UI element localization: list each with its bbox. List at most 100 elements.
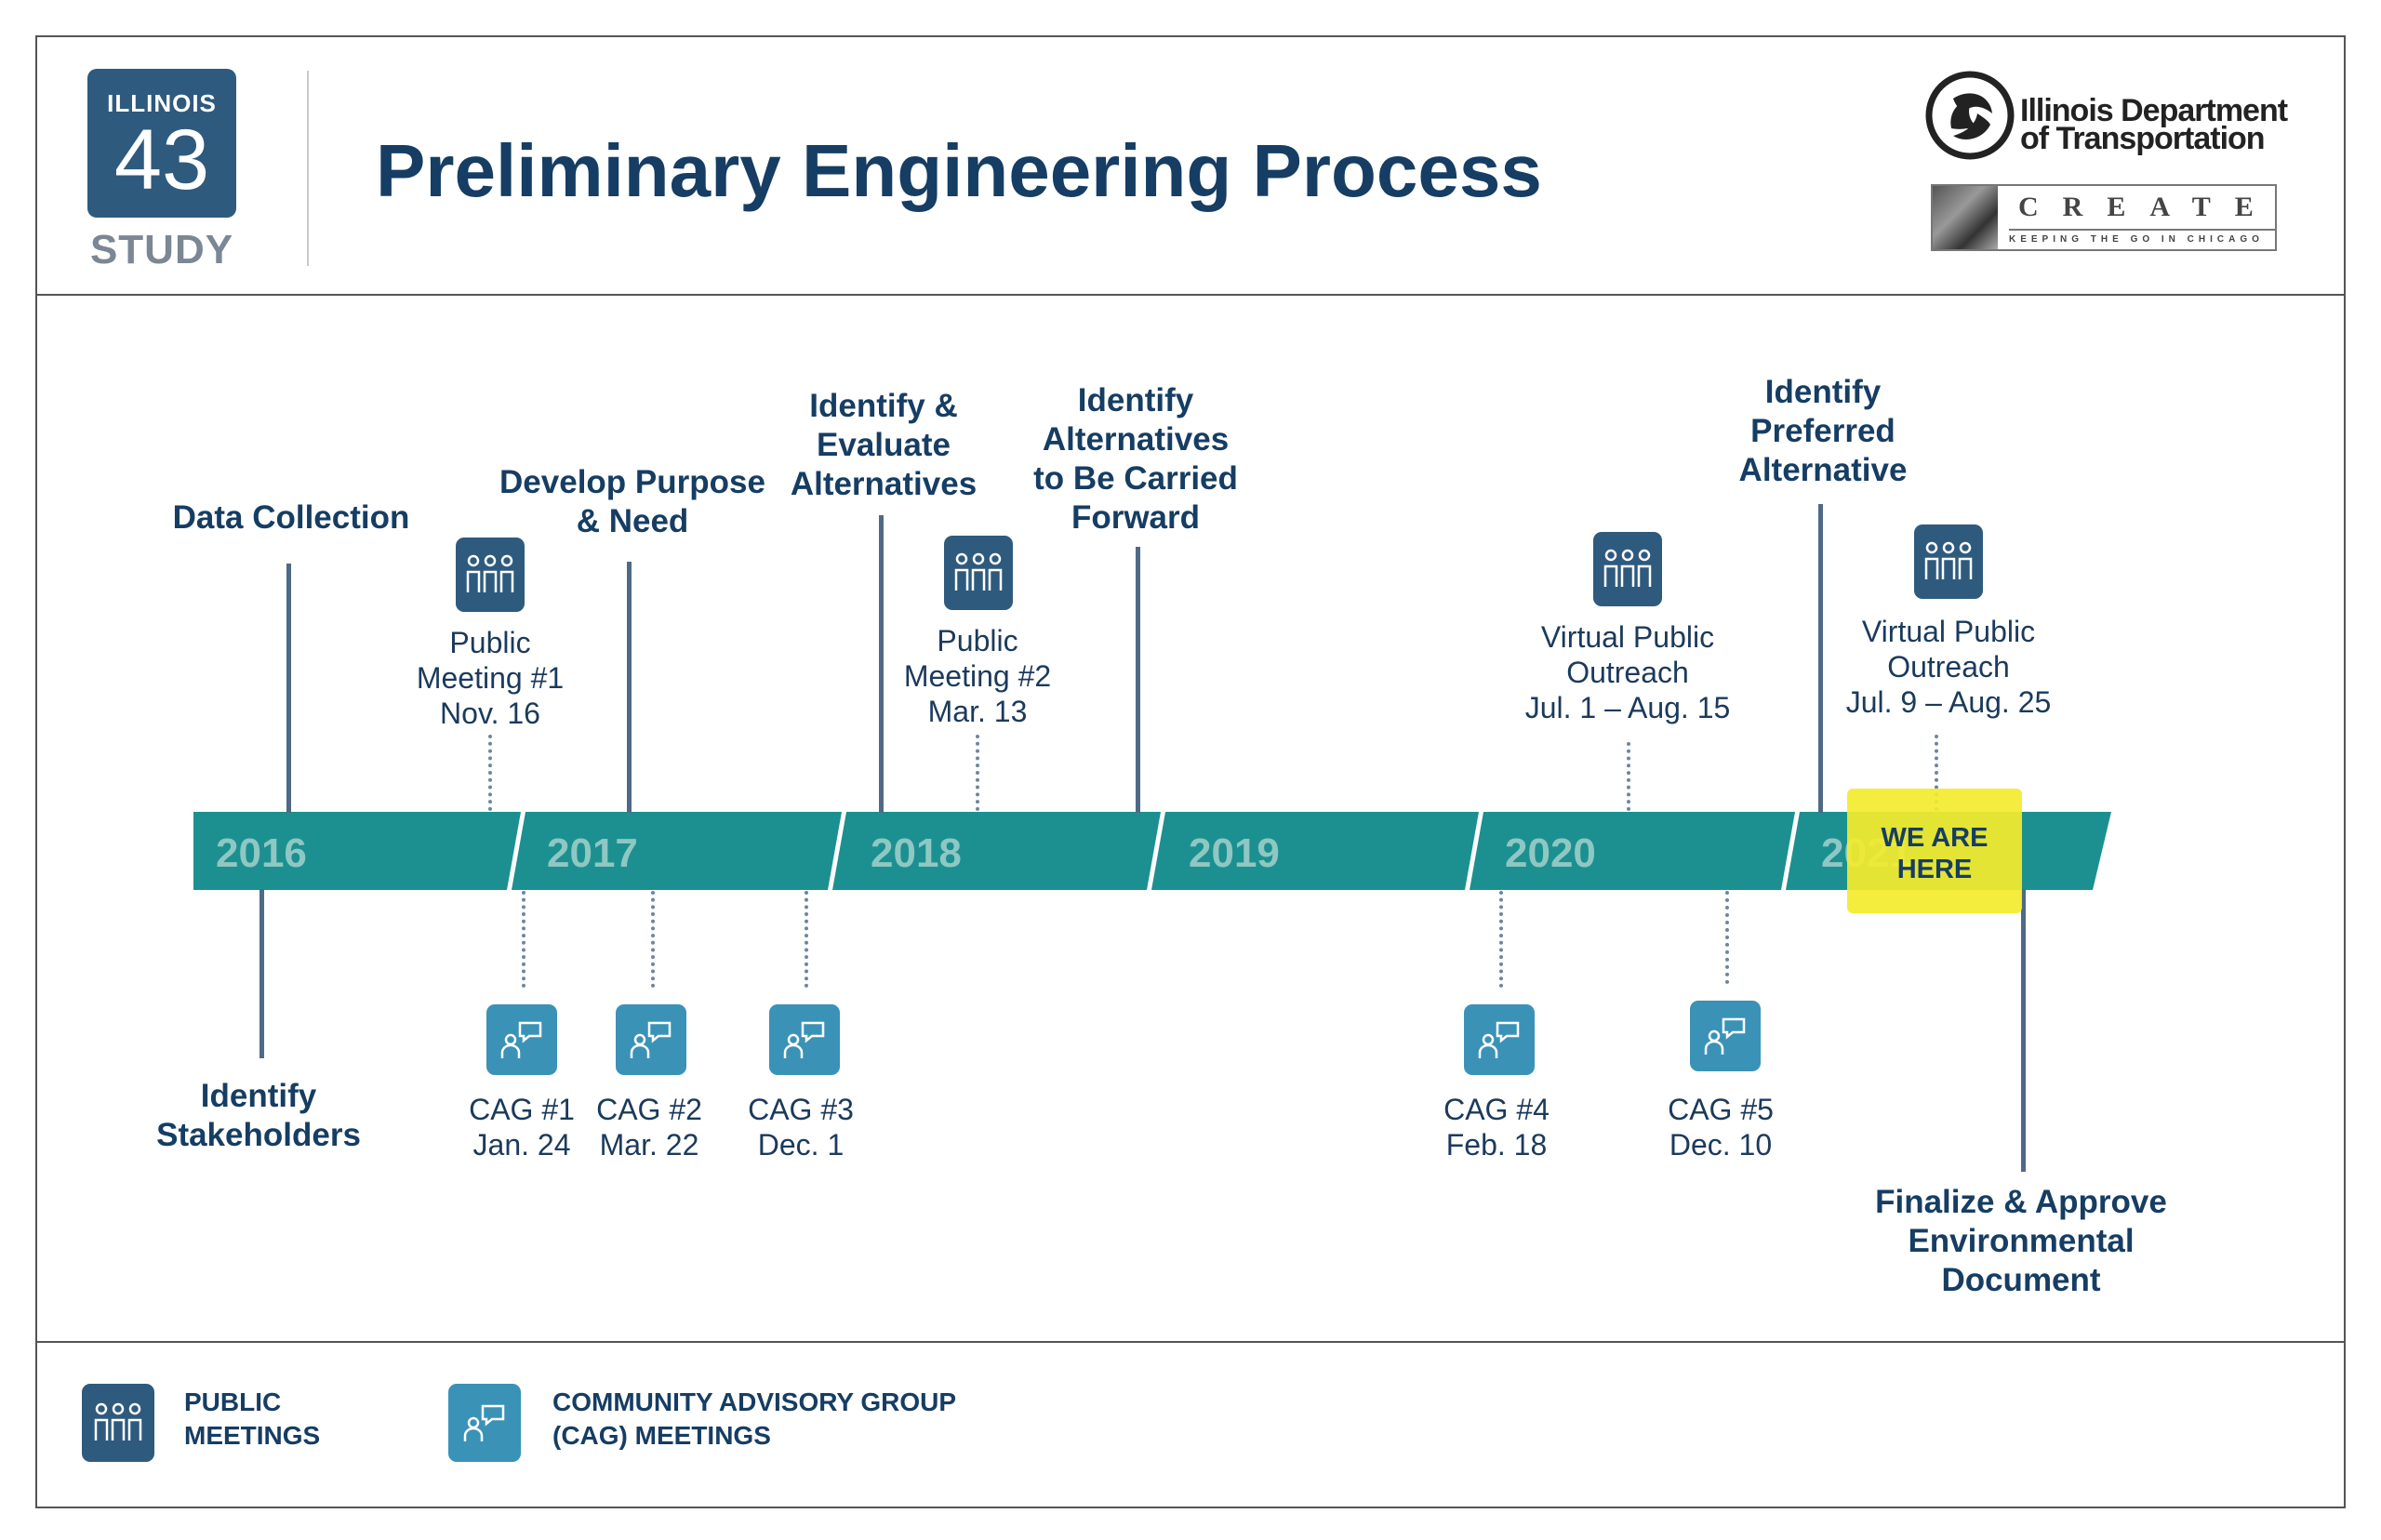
connector-cag-3 [805, 891, 808, 988]
logo-route-number: 43 [113, 113, 210, 207]
header-separator [307, 71, 309, 266]
create-photo [1933, 186, 1998, 249]
connector-public-1 [488, 735, 492, 811]
milestone-line: Alternatives [1042, 421, 1230, 458]
idot-name: Illinois Department of Transportation [2020, 93, 2288, 156]
event-line: Public [449, 626, 531, 659]
connector-cag-2 [651, 891, 655, 988]
milestone-line: Alternatives [790, 466, 978, 502]
event-line: Outreach [1887, 650, 2010, 684]
legend-line: MEETINGS [184, 1421, 321, 1450]
year-label-2017: 2017 [547, 830, 638, 876]
event-line: Meeting #2 [903, 659, 1052, 693]
event-line: Mar. 22 [599, 1128, 699, 1162]
event-line: Virtual Public [1861, 615, 2036, 648]
event-line: Dec. 10 [1669, 1128, 1773, 1162]
create-word: CREATE [2018, 192, 2278, 222]
year-segment-2018 [832, 812, 1161, 890]
here-line: WE ARE [1881, 823, 1989, 853]
cag-meeting-icon [1690, 1001, 1761, 1071]
event-line: Feb. 18 [1445, 1128, 1548, 1162]
event-line: CAG #1 [469, 1093, 575, 1126]
public-meeting-icon [456, 538, 525, 612]
milestone-line: Identify [1764, 374, 1882, 410]
milestone-line: Identify [200, 1078, 317, 1114]
cag-meeting-icon [1464, 1004, 1535, 1075]
year-label-2018: 2018 [871, 830, 962, 876]
event-line: Virtual Public [1540, 620, 1715, 654]
legend-line: PUBLIC [184, 1387, 282, 1416]
stem-carried-forward [1136, 547, 1140, 813]
event-line: Meeting #1 [416, 661, 565, 695]
here-line: HERE [1896, 855, 1973, 884]
page-title: Preliminary Engineering Process [376, 129, 1542, 212]
stem-purpose-need [627, 562, 632, 813]
year-segment-2016 [193, 812, 521, 890]
connector-cag-1 [522, 891, 525, 988]
illinois-43-logo: ILLINOIS 43 [87, 69, 236, 218]
page-frame [35, 35, 2346, 1508]
event-line: CAG #3 [748, 1093, 854, 1126]
milestone-line: Environmental [1908, 1223, 2135, 1259]
idot-line-2: of Transportation [2020, 121, 2266, 156]
milestone-data-collection: Data Collection [156, 498, 426, 538]
event-line: CAG #5 [1668, 1093, 1774, 1126]
legend-line: COMMUNITY ADVISORY GROUP [552, 1387, 957, 1416]
create-logo: CREATE KEEPING THE GO IN CHICAGO [1931, 184, 2277, 251]
milestone-line: Develop Purpose [499, 464, 765, 500]
milestone-line: Identify [1077, 382, 1194, 418]
cag-meeting-icon [616, 1004, 686, 1075]
event-line: Jan. 24 [472, 1128, 571, 1162]
year-segment-2020 [1470, 812, 1795, 890]
event-line: Mar. 13 [927, 695, 1028, 728]
stem-stakeholders [259, 889, 264, 1058]
idot-logo-icon [1925, 71, 2015, 160]
milestone-line: Data Collection [172, 499, 410, 536]
year-segment-2017 [512, 812, 842, 890]
year-label-2019: 2019 [1189, 830, 1280, 876]
stem-preferred [1818, 504, 1823, 813]
milestone-line: Evaluate [817, 427, 951, 463]
public-meeting-icon [944, 536, 1013, 610]
idot-line-1: Illinois Department [2020, 93, 2288, 128]
header-divider [35, 294, 2346, 296]
event-line: Outreach [1566, 656, 1689, 689]
stem-evaluate [879, 515, 884, 813]
legend-cag-label: COMMUNITY ADVISORY GROUP(CAG) MEETINGS [552, 1386, 956, 1453]
event-line: CAG #2 [596, 1093, 702, 1126]
create-tagline: KEEPING THE GO IN CHICAGO [2009, 229, 2275, 245]
year-label-2016: 2016 [216, 830, 307, 876]
milestone-line: to Be Carried [1033, 460, 1238, 497]
stem-data-collection [286, 564, 291, 813]
logo-state: ILLINOIS [107, 89, 217, 117]
event-line: Nov. 16 [440, 697, 540, 730]
connector-cag-5 [1725, 891, 1729, 984]
event-line: Jul. 9 – Aug. 25 [1845, 685, 2052, 719]
legend-public-icon [82, 1384, 154, 1462]
milestone-line: Document [1941, 1262, 2101, 1298]
milestone-line: Stakeholders [156, 1117, 361, 1153]
public-meeting-icon [1914, 524, 1983, 599]
event-line: Jul. 1 – Aug. 15 [1524, 691, 1731, 724]
milestone-purpose-need: Develop Purpose& Need [484, 463, 781, 541]
cag-meeting-icon [769, 1004, 840, 1075]
connector-cag-4 [1499, 891, 1503, 988]
legend-cag-icon [448, 1384, 521, 1462]
milestone-line: Alternative [1738, 452, 1908, 488]
logo-study-label: STUDY [89, 227, 234, 272]
event-line: CAG #4 [1443, 1093, 1550, 1126]
year-segment-2019 [1151, 812, 1479, 890]
connector-public-2 [976, 735, 979, 811]
milestone-line: Finalize & Approve [1875, 1184, 2167, 1220]
